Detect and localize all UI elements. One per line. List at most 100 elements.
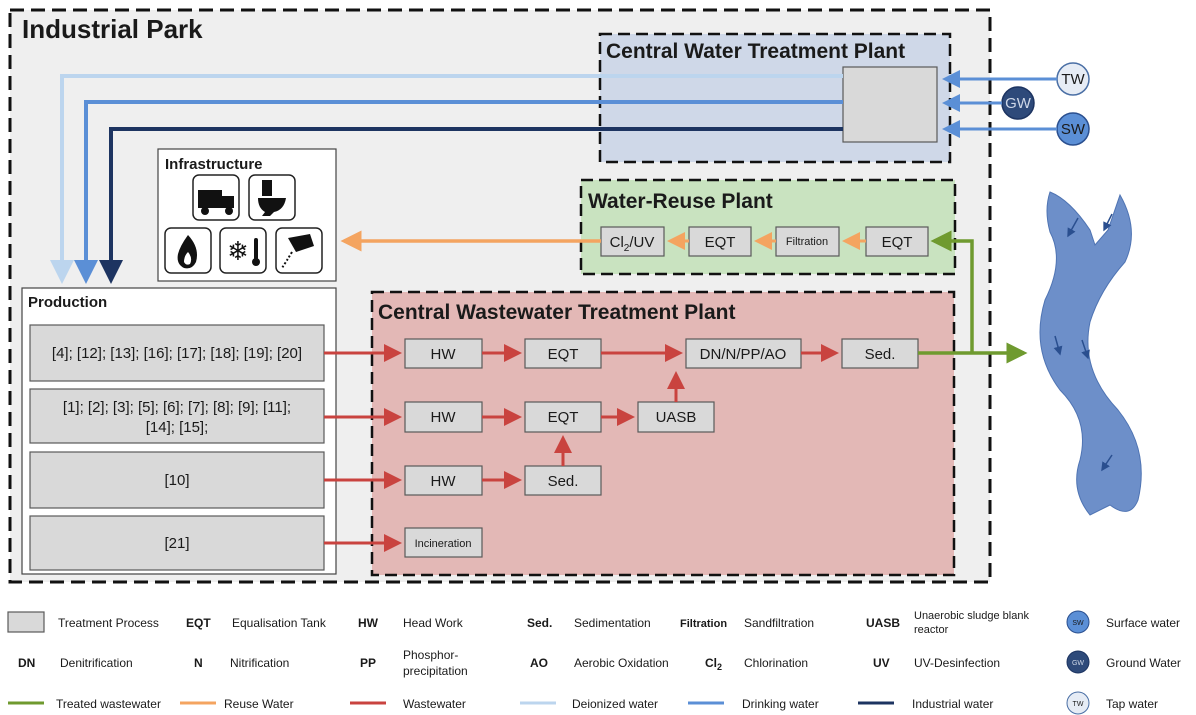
legend-filtration-text: Sandfiltration xyxy=(744,616,814,630)
legend-hw-text: Head Work xyxy=(403,616,464,630)
svg-text:❄: ❄ xyxy=(227,236,249,266)
sed-box-a xyxy=(841,338,919,369)
legend-reuse-text: Reuse Water xyxy=(224,697,294,711)
legend-pp-abbr: PP xyxy=(360,656,376,670)
legend-dn-abbr: DN xyxy=(18,656,35,670)
river-flow-arrow-4 xyxy=(1081,339,1090,360)
incineration-box xyxy=(404,527,483,558)
reuse-eqt-label-2: EQT xyxy=(882,234,913,251)
industrial-park-title: Industrial Park xyxy=(22,14,203,44)
production-row-4 xyxy=(29,515,325,571)
eqt-box-a xyxy=(524,338,602,369)
dn-n-pp-ao-box xyxy=(685,338,802,369)
tw-label: TW xyxy=(1061,71,1085,88)
river-flow-arrow-1 xyxy=(1067,217,1079,238)
incineration-label: Incineration xyxy=(415,538,472,550)
eqt-label-b: EQT xyxy=(548,409,579,426)
filtration-label: Filtration xyxy=(786,236,828,248)
legend-ground-water-icon xyxy=(1066,650,1090,674)
fire-truck-icon xyxy=(192,174,240,221)
legend-uv-abbr: UV xyxy=(873,656,890,670)
uasb-label: UASB xyxy=(656,409,697,426)
legend-treated-text: Treated wastewater xyxy=(56,697,161,711)
legend-uasb-abbr: UASB xyxy=(866,616,900,630)
sw-label: SW xyxy=(1061,121,1086,138)
production-row-2 xyxy=(29,388,325,444)
hw-box-2 xyxy=(404,401,483,433)
cooling-snowflake-icon: ❄ xyxy=(219,227,267,274)
water-reuse-plant-title: Water-Reuse Plant xyxy=(588,190,773,213)
legend-tap-water-icon xyxy=(1066,691,1090,715)
river xyxy=(1039,191,1142,516)
legend-uasb-text-2: reactor xyxy=(914,624,949,636)
deionized-water-line xyxy=(50,74,843,284)
dn-n-pp-ao-label: DN/N/PP/AO xyxy=(700,346,787,363)
legend-sed-abbr: Sed. xyxy=(527,616,552,630)
legend-ground-water-text: Ground Water xyxy=(1106,656,1181,670)
reuse-eqt-box-1 xyxy=(688,226,752,257)
cl2-uv-box xyxy=(600,226,665,257)
infrastructure-title: Infrastructure xyxy=(165,156,263,173)
legend-tap-water-text: Tap water xyxy=(1106,697,1158,711)
legend-surface-water-icon xyxy=(1066,610,1090,634)
production-row-2-label-1: [1]; [2]; [3]; [5]; [6]; [7]; [8]; [9]; … xyxy=(63,399,291,416)
legend-wastewater-text: Wastewater xyxy=(403,697,466,711)
legend-drinking-text: Drinking water xyxy=(742,697,819,711)
legend-gw-circle-label: GW xyxy=(1072,660,1084,667)
production-row-4-label: [21] xyxy=(164,535,189,552)
hw-box-1 xyxy=(404,338,483,369)
treated-wastewater-to-reuse xyxy=(930,230,974,353)
river-flow-arrow-3 xyxy=(1053,335,1063,356)
river-flow-arrow-5 xyxy=(1101,454,1113,472)
legend-eqt-abbr: EQT xyxy=(186,616,211,630)
sed-label-a: Sed. xyxy=(865,346,896,363)
legend-treatment-process: Treatment Process xyxy=(58,616,159,630)
legend-ao-text: Aerobic Oxidation xyxy=(574,656,669,670)
cl2-uv-label: Cl2/UV xyxy=(610,234,655,254)
legend: Treatment Process EQT Equalisation Tank … xyxy=(7,610,1181,715)
legend-n-abbr: N xyxy=(194,656,203,670)
legend-filtration-abbr: Filtration xyxy=(680,618,727,630)
industrial-water-line xyxy=(99,127,843,284)
uasb-box xyxy=(637,401,715,433)
production-row-2-label-2: [14]; [15]; xyxy=(146,419,209,436)
wastewater-plant-title: Central Wastewater Treatment Plant xyxy=(378,301,736,324)
legend-sed-text: Sedimentation xyxy=(574,616,651,630)
legend-pp-text-1: Phosphor- xyxy=(403,648,458,662)
legend-ao-abbr: AO xyxy=(530,656,548,670)
legend-pp-text-2: precipitation xyxy=(403,664,468,678)
source-gw: GW xyxy=(1001,86,1035,120)
watering-can-icon xyxy=(275,227,323,274)
legend-surface-water-text: Surface water xyxy=(1106,616,1180,630)
hw-label-1: HW xyxy=(431,346,457,363)
legend-treatment-process-swatch xyxy=(7,611,45,633)
toilet-icon xyxy=(248,174,296,221)
production-title: Production xyxy=(28,294,107,311)
reuse-eqt-box-2 xyxy=(865,226,929,257)
legend-cl-text: Chlorination xyxy=(744,656,808,670)
production-row-3 xyxy=(29,451,325,509)
legend-dn-text: Denitrification xyxy=(60,656,133,670)
legend-deionized-text: Deionized water xyxy=(572,697,658,711)
production-row-3-label: [10] xyxy=(164,472,189,489)
drinking-water-line xyxy=(74,100,843,284)
legend-n-text: Nitrification xyxy=(230,656,289,670)
legend-sw-circle-label: SW xyxy=(1072,620,1084,627)
legend-cl-abbr: Cl2 xyxy=(705,656,722,672)
source-sw: SW xyxy=(1056,112,1090,146)
sed-box-b xyxy=(524,465,602,496)
production-row-1-label: [4]; [12]; [13]; [16]; [17]; [18]; [19];… xyxy=(52,345,302,362)
legend-uasb-text-1: Unaerobic sludge blank xyxy=(914,610,1029,622)
source-tw: TW xyxy=(1056,62,1090,96)
hw-label-3: HW xyxy=(431,473,457,490)
fire-icon xyxy=(164,227,212,274)
eqt-label-a: EQT xyxy=(548,346,579,363)
legend-hw-abbr: HW xyxy=(358,616,379,630)
gw-label: GW xyxy=(1005,95,1032,112)
legend-tw-circle-label: TW xyxy=(1073,701,1084,708)
legend-industrial-text: Industrial water xyxy=(912,697,993,711)
legend-eqt-text: Equalisation Tank xyxy=(232,616,327,630)
water-treatment-unit xyxy=(842,66,938,143)
